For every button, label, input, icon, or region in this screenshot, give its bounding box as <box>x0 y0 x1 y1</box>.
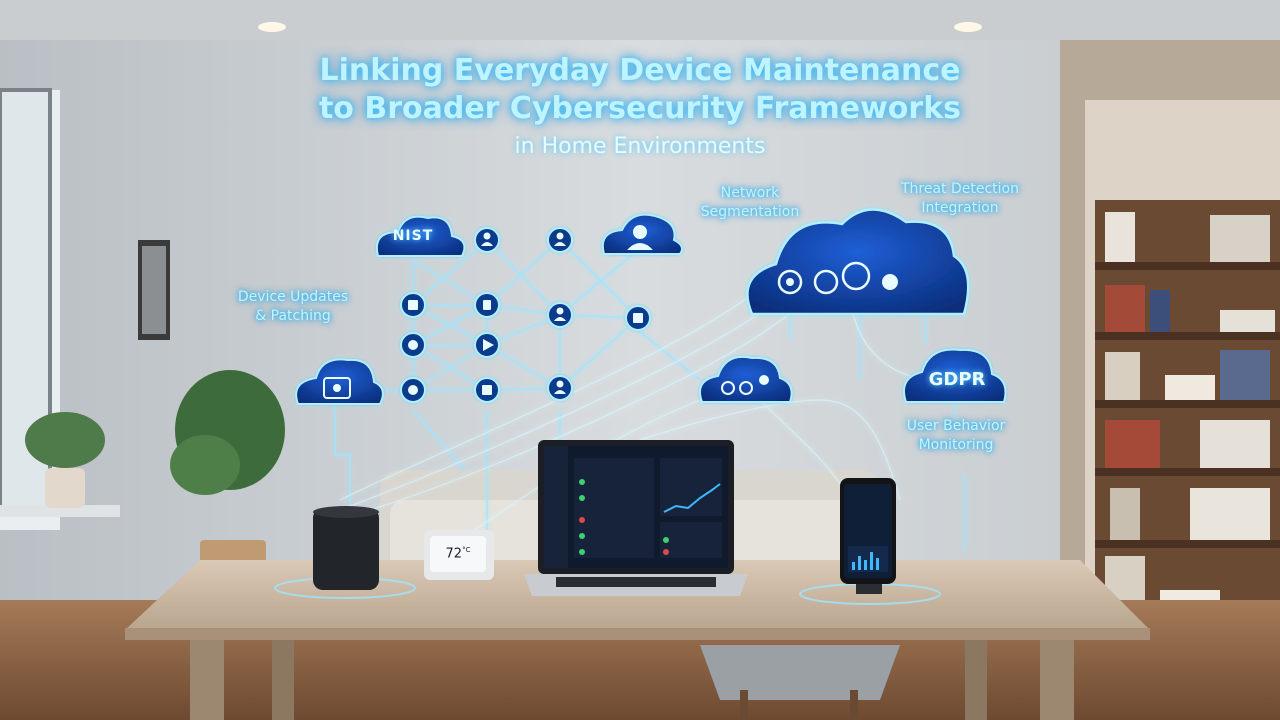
gdpr-cloud <box>903 348 1007 403</box>
nist-cloud-text: NIST <box>392 228 434 244</box>
subtitle: in Home Environments <box>514 134 766 159</box>
thermostat <box>424 530 494 580</box>
plant-left <box>25 412 105 508</box>
segmentation-cloud <box>746 208 970 316</box>
smart-speaker <box>274 506 416 599</box>
label-user-behavior: User Behavior Monitoring <box>906 418 1006 453</box>
device-updates-cloud <box>295 358 384 405</box>
label-threat-detection: Threat Detection Integration <box>900 181 1019 216</box>
gdpr-cloud-text: GDPR <box>928 369 986 390</box>
laptop <box>524 440 748 596</box>
smartphone <box>799 478 941 605</box>
label-network-segmentation: Network Segmentation <box>700 185 800 220</box>
user-cloud-top-right <box>601 213 683 255</box>
nist-cloud <box>376 215 466 257</box>
node-glyphs <box>408 232 643 395</box>
thermostat-unit: °C <box>462 546 471 554</box>
label-device-updates: Device Updates & Patching <box>237 289 349 324</box>
title-line-2: to Broader Cybersecurity Frameworks <box>318 91 962 126</box>
small-cloud-middle <box>699 355 793 403</box>
thermostat-readout: 72°C <box>436 546 480 561</box>
thermostat-temp: 72 <box>445 546 463 562</box>
title-block: Linking Everyday Device Maintenance to B… <box>0 52 1280 159</box>
title-line-1: Linking Everyday Device Maintenance <box>319 53 961 88</box>
